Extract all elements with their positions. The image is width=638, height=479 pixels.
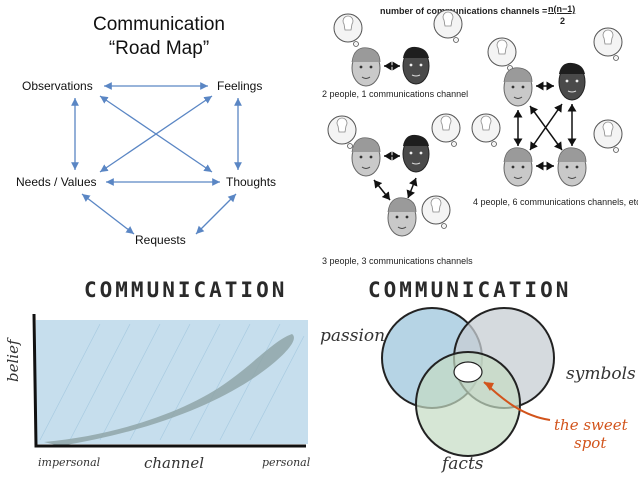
belief-channel-panel: COMMUNICATION belief impersonal channel … bbox=[0, 270, 318, 479]
node-thoughts: Thoughts bbox=[226, 175, 277, 189]
lightbulb-icon bbox=[487, 37, 517, 71]
arrow-thoughts-requests bbox=[195, 193, 237, 235]
lightbulb-icon bbox=[431, 113, 461, 147]
venn-sketch bbox=[381, 307, 555, 457]
lightbulb-icon bbox=[333, 13, 363, 47]
road-map-panel: Communication “Road Map” Observations Fe… bbox=[0, 0, 318, 270]
shaded-area bbox=[36, 320, 308, 444]
sketch-venn-title: COMMUNICATION bbox=[368, 278, 572, 302]
label-sweet-spot-line2: spot bbox=[574, 434, 607, 452]
lightbulb-icon bbox=[593, 27, 623, 61]
person-face-icon bbox=[503, 67, 533, 107]
axis-label-belief: belief bbox=[4, 339, 22, 382]
x-label-impersonal: impersonal bbox=[38, 456, 101, 469]
axis-label-channel: channel bbox=[144, 454, 204, 472]
lightbulb-icon bbox=[471, 113, 501, 147]
road-map-arrows bbox=[71, 82, 242, 235]
channels-panel: number of communications channels = n(n−… bbox=[318, 0, 638, 270]
sweet-spot-region bbox=[453, 361, 483, 383]
sketch-line-title: COMMUNICATION bbox=[84, 278, 288, 302]
lightbulb-icon bbox=[433, 9, 463, 43]
node-requests: Requests bbox=[135, 233, 186, 247]
belief-channel-sketch bbox=[32, 313, 308, 448]
lightbulb-icon bbox=[593, 119, 623, 153]
formula-label: number of communications channels = bbox=[380, 6, 548, 16]
circle-facts bbox=[415, 351, 521, 457]
road-map-title-line2: “Road Map” bbox=[108, 38, 210, 59]
label-facts: facts bbox=[442, 454, 484, 474]
person-face-icon bbox=[351, 47, 381, 87]
lightbulb-icon bbox=[327, 115, 357, 149]
person-face-icon bbox=[503, 147, 533, 187]
person-face-icon bbox=[402, 134, 430, 173]
node-observations: Observations bbox=[22, 79, 93, 93]
road-map-title-line1: Communication bbox=[93, 14, 225, 35]
venn-panel: COMMUNICATION passion symbols facts the … bbox=[318, 270, 638, 479]
formula-numerator: n(n−1) bbox=[548, 4, 576, 14]
person-face-icon bbox=[387, 197, 417, 237]
label-passion: passion bbox=[320, 326, 386, 346]
formula-denominator: 2 bbox=[560, 16, 566, 26]
person-face-icon bbox=[402, 46, 430, 85]
x-label-personal: personal bbox=[262, 456, 311, 469]
axes bbox=[32, 313, 306, 448]
caption-three-people: 3 people, 3 communications channels bbox=[322, 256, 473, 266]
node-needs-values: Needs / Values bbox=[16, 175, 97, 189]
lightbulb-icon bbox=[421, 195, 451, 229]
caption-two-people: 2 people, 1 communications channel bbox=[322, 89, 469, 99]
label-symbols: symbols bbox=[566, 364, 636, 384]
label-sweet-spot-line1: the sweet bbox=[554, 416, 628, 434]
person-face-icon bbox=[557, 147, 587, 187]
person-face-icon bbox=[558, 62, 586, 101]
arrow-needs-requests bbox=[81, 193, 135, 235]
caption-four-people: 4 people, 6 communications channels, etc… bbox=[473, 197, 638, 207]
arrowhead-icon bbox=[484, 382, 494, 391]
person-face-icon bbox=[351, 137, 381, 177]
arrow-feelings-needs bbox=[99, 95, 213, 173]
node-feelings: Feelings bbox=[217, 79, 263, 93]
channels-illustration bbox=[327, 9, 623, 237]
